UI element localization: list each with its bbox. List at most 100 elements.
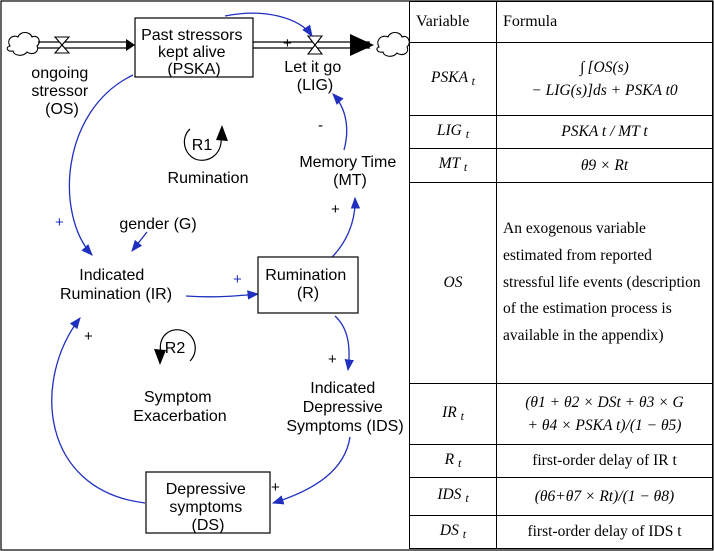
- formula-cell: (θ6+θ7 × Rt)/(1 − θ8): [496, 477, 713, 516]
- formula-cell: (θ1 + θ2 × DSt + θ3 × G+ θ4 × PSKA t)/(1…: [496, 383, 713, 445]
- formula-cell: An exogenous variable estimated from rep…: [496, 181, 713, 385]
- pska-label-line2: kept alive: [158, 44, 226, 61]
- polarity-ir-r: +: [233, 271, 242, 288]
- variable-subscript: t: [462, 526, 467, 541]
- polarity-pska-lig: +: [283, 35, 292, 52]
- variable-subscript: t: [465, 127, 470, 142]
- formula-cell: first-order delay of IR t: [496, 443, 713, 479]
- loop-r2-icon: [154, 329, 196, 365]
- variable-subscript: t: [463, 160, 468, 175]
- ir-label-line2: Rumination (IR): [60, 286, 172, 303]
- link-gender-to-ir: [131, 231, 148, 252]
- inflow-valve-icon: [53, 36, 71, 54]
- formula-line: PSKA t / MT t: [561, 123, 648, 141]
- formula-line: θ9 × Rt: [580, 156, 629, 174]
- polarity-ids-ds: +: [271, 479, 280, 496]
- polarity-r-mt: +: [331, 201, 340, 218]
- ds-label: Depressive symptoms (DS): [166, 481, 250, 534]
- variable-cell: IR t: [409, 383, 497, 445]
- formula-cell: ∫ [OS(s) − LIG(s)]ds + PSKA t0: [496, 42, 713, 116]
- variable-cell: DS t: [409, 514, 497, 550]
- mt-label-line1: Memory Time: [299, 154, 396, 171]
- r-stock-box: [257, 256, 359, 314]
- source-cloud-icon: [6, 31, 40, 56]
- ds-stock-box: [145, 471, 271, 534]
- r-label-line1: Rumination: [265, 267, 346, 284]
- ids-label-line3: Symptoms (IDS): [286, 418, 403, 435]
- polarity-r-ids: +: [328, 351, 337, 368]
- variable-cell: IDS t: [409, 477, 497, 516]
- formula-line: (θ6+θ7 × Rt)/(1 − θ8): [534, 487, 675, 505]
- formula-line: An exogenous variable estimated from rep…: [503, 220, 701, 344]
- mt-label-line2: (MT): [333, 172, 367, 189]
- os-label-line3: (OS): [45, 101, 79, 118]
- polarity-pska-ir: +: [55, 214, 64, 231]
- link-ir-to-r: [185, 290, 260, 300]
- formula-cell: first-order delay of IDS t: [496, 514, 713, 550]
- formula-line: − LIG(s)]ds + PSKA t0: [531, 81, 678, 99]
- header-formula: Formula: [496, 1, 713, 43]
- variable-name: R: [444, 451, 455, 468]
- loop-r2-name-line2: Exacerbation: [133, 408, 226, 425]
- table-row: IDS t (θ6+θ7 × Rt)/(1 − θ8): [409, 477, 713, 516]
- ids-label: Indicated Depressive Symptoms (IDS): [286, 380, 403, 435]
- variable-cell: PSKA t: [409, 42, 497, 116]
- formula-line: first-order delay of IR t: [532, 452, 677, 470]
- variable-subscript: t: [460, 409, 464, 424]
- formula-line: ∫ [OS(s): [580, 58, 629, 76]
- variable-cell: OS: [409, 181, 497, 385]
- table-row: MT t θ9 × Rt: [409, 148, 713, 183]
- loop-r1-name: Rumination: [168, 170, 249, 187]
- link-ids-to-ds: [271, 436, 351, 505]
- polarity-mt-lig: -: [318, 117, 323, 134]
- formula-cell: θ9 × Rt: [496, 148, 713, 183]
- variable-name: DS: [439, 521, 459, 539]
- r-label-line2: (R): [297, 285, 319, 302]
- loop-r2-id: R2: [165, 340, 186, 357]
- table-row: DS t first-order delay of IDS t: [409, 514, 713, 550]
- link-ds-to-ir: [51, 317, 146, 504]
- loop-r1-id: R1: [192, 137, 213, 154]
- outflow-pipe: [253, 34, 374, 56]
- gender-label: gender (G): [119, 216, 196, 233]
- link-r-to-ids: [334, 315, 354, 372]
- variable-cell: LIG t: [409, 114, 497, 150]
- ds-label-line2: symptoms: [169, 499, 242, 516]
- variable-name: IR: [442, 404, 457, 422]
- table-row: OS An exogenous variable estimated from r…: [409, 181, 713, 385]
- variable-name: OS: [443, 273, 463, 291]
- os-label: ongoing stressor (OS): [31, 65, 92, 118]
- formula-cell: PSKA t / MT t: [496, 114, 713, 150]
- ir-label: Indicated Rumination (IR): [60, 267, 172, 303]
- pska-label: Past stressors kept alive (PSKA): [141, 27, 247, 78]
- sink-cloud-icon: [376, 31, 410, 57]
- ids-label-line2: Depressive: [303, 399, 383, 416]
- loop-r2-name-line1: Symptom: [144, 389, 212, 406]
- table-row: IR t(θ1 + θ2 × DSt + θ3 × G+ θ4 × PSKA t…: [409, 383, 713, 445]
- lig-label-line1: Let it go: [284, 59, 341, 76]
- r-label: Rumination (R): [265, 267, 350, 302]
- variable-subscript: t: [471, 73, 475, 88]
- pska-stock-box: [134, 17, 254, 78]
- inflow-pipe: [38, 39, 135, 51]
- ds-label-line3: (DS): [192, 517, 225, 534]
- outflow-valve-icon: [306, 35, 324, 55]
- variable-subscript: t: [465, 491, 469, 506]
- ids-label-line1: Indicated: [310, 380, 375, 397]
- pska-label-line1: Past stressors: [141, 27, 242, 44]
- link-pska-to-ir: [68, 74, 134, 256]
- loop-r1-icon: [183, 125, 228, 161]
- variable-name: PSKA: [431, 68, 468, 86]
- loop-r2-name: Symptom Exacerbation: [133, 389, 226, 425]
- formula-line: + θ4 × PSKA t)/(1 − θ5): [527, 417, 682, 435]
- table-row: PSKA t ∫ [OS(s) − LIG(s)]ds + PSKA t0: [409, 42, 713, 116]
- formula-table: Variable Formula PSKA t∫ [OS(s)− LIG(s)]…: [409, 1, 713, 550]
- formula-line: first-order delay of IDS t: [527, 523, 682, 541]
- link-mt-to-lig: [332, 93, 348, 151]
- table-body: PSKA t ∫ [OS(s) − LIG(s)]ds + PSKA t0 LIG t…: [409, 42, 713, 550]
- variable-cell: MT t: [409, 148, 497, 183]
